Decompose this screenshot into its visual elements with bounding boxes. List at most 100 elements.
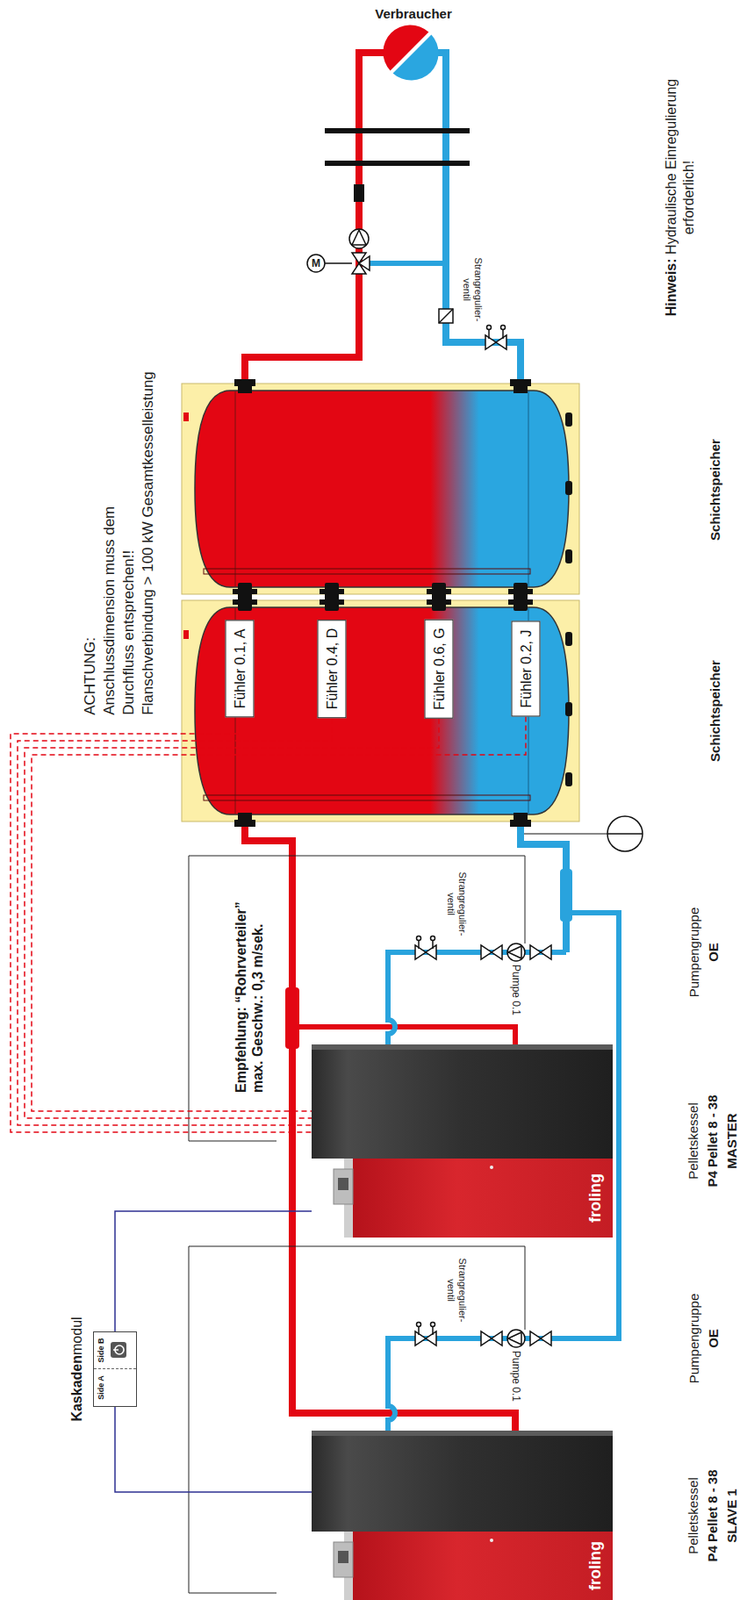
pellet-boiler: froling bbox=[311, 1044, 613, 1238]
pump-label: Pumpe 0.1 bbox=[509, 1350, 523, 1402]
valve-label: Strangregulier- ventil bbox=[445, 872, 468, 937]
pump-group bbox=[491, 1331, 503, 1346]
sensor-wire bbox=[10, 717, 312, 1133]
module-title: Kaskadenmodul bbox=[68, 1316, 86, 1422]
flange-connection bbox=[319, 599, 345, 605]
mixing-valve bbox=[324, 262, 352, 265]
sensor-wire bbox=[17, 718, 332, 1126]
balancing-valve bbox=[438, 308, 453, 324]
group-label: OE bbox=[703, 1293, 724, 1385]
pump-symbol bbox=[349, 229, 369, 249]
storage-tank bbox=[181, 600, 580, 822]
heat-exchanger bbox=[324, 128, 470, 134]
heat-exchanger bbox=[324, 128, 470, 166]
storage-tank bbox=[565, 481, 573, 496]
flange-connection bbox=[513, 386, 528, 394]
boiler-illustration bbox=[352, 1158, 613, 1238]
motor-letter: M bbox=[311, 257, 321, 270]
balancing-valve bbox=[485, 335, 496, 350]
flange-connection bbox=[509, 819, 532, 827]
boiler-illustration bbox=[311, 1430, 613, 1600]
balancing-valve bbox=[438, 308, 453, 324]
pipe-distributor bbox=[560, 869, 573, 922]
pump-group bbox=[425, 945, 437, 960]
flange-connection bbox=[234, 819, 256, 827]
balancing-valve bbox=[495, 335, 507, 350]
balancing-valve bbox=[438, 308, 507, 350]
note-text: Hinweis:Hydraulische Einregulierung erfo… bbox=[662, 57, 698, 338]
pump-group bbox=[430, 1322, 436, 1328]
motor-letter: M bbox=[311, 257, 321, 270]
boiler-illustration bbox=[337, 1177, 349, 1191]
pump-label: Pumpe 0.1 bbox=[509, 964, 523, 1016]
boiler-illustration bbox=[489, 1165, 494, 1170]
flange-connection bbox=[232, 599, 258, 605]
pump-group bbox=[507, 1329, 525, 1348]
flange-connection bbox=[319, 588, 345, 595]
group-label: PumpengruppeOE bbox=[684, 1293, 724, 1385]
flange-connection bbox=[513, 812, 528, 820]
module-side: Side A bbox=[93, 1369, 137, 1407]
storage-tank bbox=[183, 412, 189, 422]
storage-tank bbox=[181, 383, 580, 595]
valve-label: Strangregulier- ventil bbox=[460, 258, 484, 323]
storage-tank bbox=[194, 607, 569, 815]
tank-label: Schichtspeicher bbox=[707, 660, 724, 762]
module-side: Side B bbox=[93, 1332, 137, 1370]
pump-group bbox=[425, 1331, 437, 1346]
pump-group bbox=[415, 1322, 552, 1349]
pump-group bbox=[491, 945, 503, 960]
flange-connection bbox=[237, 386, 252, 394]
valve-label: Strangregulier- ventil bbox=[445, 1258, 468, 1323]
expansion-vessel bbox=[524, 833, 608, 834]
valve-label: Strangregulier- ventil bbox=[460, 258, 484, 323]
connectors bbox=[10, 716, 526, 1493]
sensor-label: Fühler 0.2, J bbox=[517, 630, 535, 709]
flange-connection bbox=[234, 379, 256, 387]
pump-group bbox=[416, 936, 422, 941]
pump-label: Pumpe 0.1 bbox=[509, 964, 523, 1016]
pump-group bbox=[530, 1331, 541, 1346]
flange-connection bbox=[237, 812, 252, 820]
balancing-valve bbox=[502, 329, 504, 339]
pump-label: Pumpe 0.1 bbox=[509, 1350, 523, 1402]
pump-group bbox=[481, 945, 492, 960]
pump-group bbox=[540, 1331, 552, 1346]
module-title: Kaskaden bbox=[69, 1355, 85, 1423]
storage-tank bbox=[565, 549, 573, 564]
flange-connection bbox=[324, 582, 339, 611]
pump-group bbox=[430, 936, 436, 941]
brand-logo: froling bbox=[586, 1173, 604, 1223]
storage-tank bbox=[203, 795, 531, 801]
balancing-valve bbox=[488, 329, 490, 339]
group-label: Pumpengruppe bbox=[684, 1293, 704, 1385]
balancing-valve bbox=[501, 325, 506, 331]
storage-tank bbox=[181, 600, 580, 822]
mixing-valve bbox=[359, 256, 370, 271]
flange-connection bbox=[509, 379, 532, 387]
return-pipe bbox=[387, 952, 567, 1045]
pump-group bbox=[415, 1331, 426, 1346]
flange-connection bbox=[508, 599, 533, 605]
pump-group bbox=[431, 940, 434, 949]
pump-group bbox=[530, 945, 541, 960]
heat-exchanger bbox=[324, 160, 470, 166]
bus-wire bbox=[114, 1407, 312, 1493]
brand-logo: froling bbox=[586, 1541, 604, 1591]
sensor-label: Fühler 0.4, D bbox=[323, 628, 341, 710]
return-pipe bbox=[520, 821, 567, 953]
flange-connection bbox=[426, 588, 452, 595]
flange-connection bbox=[232, 379, 533, 827]
sensor-box: Fühler 0.1, A bbox=[225, 620, 255, 719]
consumer-symbol bbox=[393, 35, 439, 81]
boiler-illustration bbox=[333, 1542, 353, 1578]
pellet-boiler: froling bbox=[311, 1430, 613, 1600]
boiler-label: PelletskesselP4 Pellet 8 - 38MASTER bbox=[683, 1094, 742, 1187]
boiler-label: PelletskesselP4 Pellet 8 - 38SLAVE 1 bbox=[683, 1469, 742, 1562]
module-title: modul bbox=[69, 1316, 85, 1356]
pump-symbol bbox=[351, 229, 367, 245]
consumer-symbol bbox=[382, 24, 439, 80]
boiler-label: SLAVE 1 bbox=[722, 1469, 742, 1562]
boiler-illustration bbox=[311, 1430, 613, 1532]
